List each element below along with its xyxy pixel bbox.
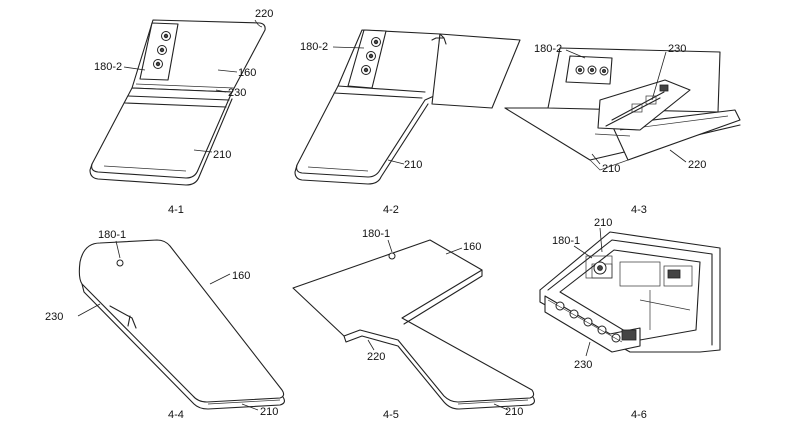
device-body (504, 47, 741, 171)
camera-module (347, 29, 387, 89)
ref-label: 210 (404, 159, 422, 171)
ref-label: 180-1 (362, 228, 390, 240)
device-interior (539, 231, 721, 353)
ref-label: 210 (213, 149, 231, 161)
figure-4-3: 180-2 230 210 220 4-3 (504, 43, 741, 216)
figure-4-6: 210 180-1 230 4-6 (539, 217, 721, 421)
ref-label: 210 (505, 406, 523, 418)
ref-label: 180-2 (94, 61, 122, 73)
camera-hole (116, 259, 124, 267)
figure-4-4: 180-1 160 230 210 4-4 (45, 229, 285, 421)
ref-label: 160 (238, 67, 256, 79)
ref-label: 220 (688, 159, 706, 171)
figure-caption: 4-4 (168, 409, 184, 421)
figure-caption: 4-2 (383, 204, 399, 216)
ref-label: 180-1 (552, 235, 580, 247)
ref-label: 230 (668, 43, 686, 55)
camera-module (565, 55, 613, 85)
ref-label: 210 (260, 406, 278, 418)
ref-label: 230 (574, 359, 592, 371)
ref-label: 220 (255, 8, 273, 20)
ref-label: 230 (228, 87, 246, 99)
figure-4-1: 220 180-2 160 230 210 4-1 (89, 8, 273, 216)
ref-label: 160 (232, 270, 250, 282)
figure-caption: 4-5 (383, 409, 399, 421)
camera-module (139, 22, 179, 81)
figure-4-5: 180-1 160 220 210 4-5 (292, 228, 535, 421)
ref-label: 220 (367, 351, 385, 363)
ref-label: 160 (463, 241, 481, 253)
figure-caption: 4-1 (168, 204, 184, 216)
camera-hole (388, 252, 396, 260)
device-body (89, 19, 266, 186)
figure-4-2: 180-2 210 4-2 (294, 29, 521, 216)
figure-caption: 4-3 (631, 204, 647, 216)
ref-label: 180-1 (98, 229, 126, 241)
ref-label: 230 (45, 311, 63, 323)
figure-caption: 4-6 (631, 409, 647, 421)
device-body (292, 239, 535, 410)
ref-label: 180-2 (300, 41, 328, 53)
ref-label: 180-2 (534, 43, 562, 55)
device-body (294, 29, 521, 185)
ref-label: 210 (602, 163, 620, 175)
ref-label: 210 (594, 217, 612, 229)
device-body (78, 239, 285, 410)
